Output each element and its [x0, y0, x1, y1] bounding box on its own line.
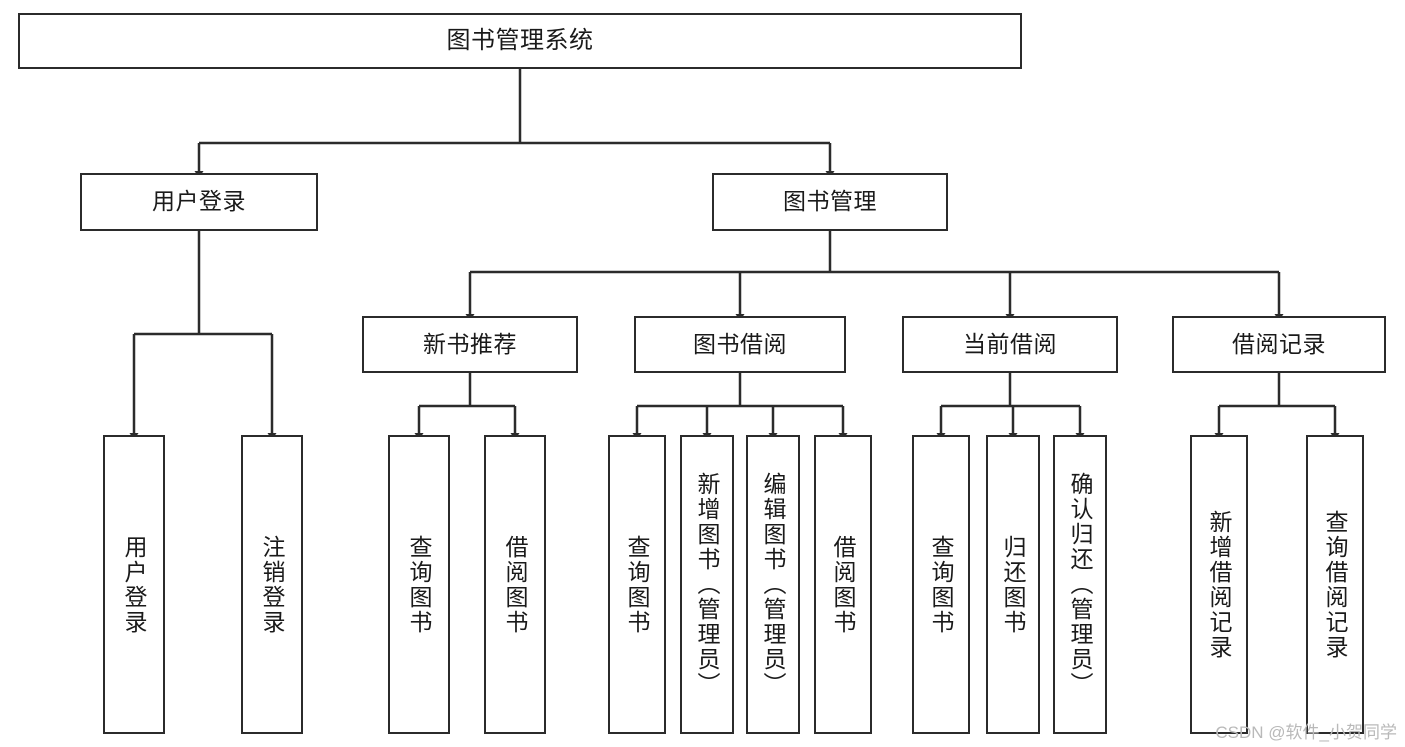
node-bookmgmt[interactable]: 图书管理 — [712, 173, 948, 231]
node-label: 注销登录 — [259, 534, 286, 635]
node-r-add[interactable]: 新增借阅记录 — [1190, 435, 1248, 734]
node-n-borrow[interactable]: 借阅图书 — [484, 435, 546, 734]
node-label: 用户登录 — [121, 534, 148, 635]
node-n-query[interactable]: 查询图书 — [388, 435, 450, 734]
node-newbook[interactable]: 新书推荐 — [362, 316, 578, 373]
node-b-add[interactable]: 新增图书（管理员） — [680, 435, 734, 734]
node-label: 借阅图书 — [830, 534, 857, 635]
node-r-query[interactable]: 查询借阅记录 — [1306, 435, 1364, 734]
node-label: 图书管理 — [783, 188, 877, 215]
node-l-logout[interactable]: 注销登录 — [241, 435, 303, 734]
node-c-query[interactable]: 查询图书 — [912, 435, 970, 734]
node-borrow[interactable]: 图书借阅 — [634, 316, 846, 373]
node-label: 新增借阅记录 — [1206, 509, 1233, 660]
node-label: 用户登录 — [152, 188, 246, 215]
node-root[interactable]: 图书管理系统 — [18, 13, 1022, 69]
node-label: 编辑图书（管理员） — [760, 472, 787, 697]
node-l-login[interactable]: 用户登录 — [103, 435, 165, 734]
node-label: 归还图书 — [1000, 534, 1027, 635]
node-label: 新增图书（管理员） — [694, 472, 721, 697]
node-label: 确认归还（管理员） — [1067, 472, 1094, 697]
node-label: 查询图书 — [624, 534, 651, 635]
node-label: 新书推荐 — [423, 330, 517, 357]
node-label: 图书管理系统 — [446, 26, 594, 54]
node-b-edit[interactable]: 编辑图书（管理员） — [746, 435, 800, 734]
node-label: 借阅记录 — [1232, 330, 1326, 357]
node-label: 查询借阅记录 — [1322, 509, 1349, 660]
node-b-query[interactable]: 查询图书 — [608, 435, 666, 734]
node-c-return[interactable]: 归还图书 — [986, 435, 1040, 734]
node-records[interactable]: 借阅记录 — [1172, 316, 1386, 373]
node-label: 查询图书 — [928, 534, 955, 635]
node-login[interactable]: 用户登录 — [80, 173, 318, 231]
node-label: 借阅图书 — [502, 534, 529, 635]
node-label: 查询图书 — [406, 534, 433, 635]
node-label: 图书借阅 — [693, 330, 787, 357]
node-label: 当前借阅 — [963, 330, 1057, 357]
node-c-confirm[interactable]: 确认归还（管理员） — [1053, 435, 1107, 734]
node-b-borrow[interactable]: 借阅图书 — [814, 435, 872, 734]
node-current[interactable]: 当前借阅 — [902, 316, 1118, 373]
